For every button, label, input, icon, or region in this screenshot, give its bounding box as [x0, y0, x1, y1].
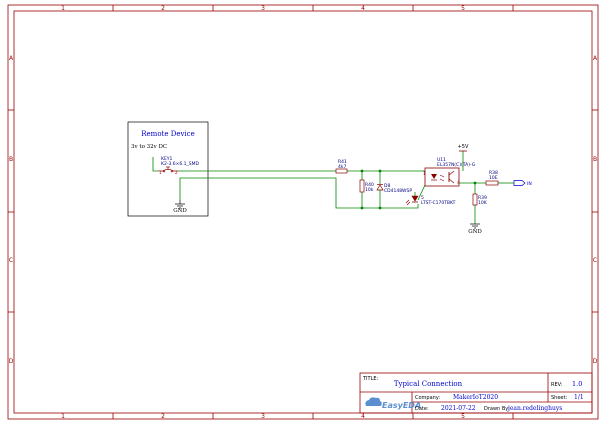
r38-ref: R38 — [489, 170, 498, 176]
gnd-label-remote: GND — [173, 208, 187, 214]
row-label-d: D — [9, 358, 14, 365]
sheet-label: Sheet: — [551, 395, 567, 401]
r38-resistor[interactable]: R38 10E — [485, 170, 499, 186]
key1-part: K2-3.6×6.1_SMD — [161, 161, 200, 167]
key1-pin2: 2 — [175, 170, 178, 175]
rev-label: REV: — [551, 382, 563, 388]
row-label-b-right: B — [593, 156, 597, 163]
col-label-1: 1 — [61, 5, 65, 12]
led-part: LTST-C170TBKT — [421, 200, 456, 206]
row-labels: A B C D A B C D — [9, 55, 598, 365]
d8-ref: D8 — [384, 183, 390, 189]
col-label-5-bottom: 5 — [461, 413, 465, 420]
gnd-label-output: GND — [468, 229, 482, 235]
r40-resistor[interactable]: R40 10k — [359, 179, 374, 193]
title-label: TITLE: — [362, 376, 379, 382]
u11-part: EL357N(C)(TA)-G — [437, 162, 476, 168]
row-label-c: C — [9, 257, 13, 264]
net-port-in-label: IN — [527, 181, 532, 187]
u11-pin1: 1 — [423, 171, 426, 176]
col-label-1-bottom: 1 — [61, 413, 65, 420]
r38-value: 10E — [489, 175, 498, 181]
sheet-value: 1/1 — [574, 394, 584, 401]
row-label-c-right: C — [593, 257, 597, 264]
easyeda-logo: EasyEDA — [365, 397, 421, 410]
wires — [152, 151, 514, 224]
led-ref: 5 — [421, 195, 424, 201]
gnd-symbol-output — [470, 223, 480, 229]
led-indicator[interactable]: 5 LTST-C170TBKT — [405, 192, 456, 206]
date-value: 2021-07-22 — [441, 405, 476, 412]
row-label-b: B — [9, 156, 13, 163]
junction-dots — [360, 169, 477, 210]
row-label-a-right: A — [593, 55, 598, 62]
r41-value: 4k7 — [338, 164, 346, 170]
col-label-2: 2 — [161, 5, 165, 12]
col-label-4-bottom: 4 — [361, 413, 365, 420]
d8-part: CD4148WSP — [384, 188, 412, 194]
remote-device-block[interactable]: Remote Device 3v to 32v DC KEY1 K2-3.6×6… — [127, 121, 209, 217]
r39-ref: R39 — [478, 195, 487, 201]
col-label-2-bottom: 2 — [161, 413, 165, 420]
remote-device-voltage: 3v to 32v DC — [131, 144, 167, 150]
gnd-symbol-remote — [175, 200, 185, 209]
row-label-d-right: D — [593, 358, 598, 365]
column-labels: 1 2 3 4 5 1 2 3 4 5 — [61, 5, 465, 420]
r41-resistor[interactable]: R41 4k7 — [335, 159, 348, 174]
title-block — [359, 372, 593, 414]
col-label-3: 3 — [261, 5, 265, 12]
remote-device-title: Remote Device — [141, 130, 194, 138]
sheet-frame — [7, 4, 599, 420]
col-label-4: 4 — [361, 5, 365, 12]
company-label: Company: — [415, 395, 440, 401]
r39-resistor[interactable]: R39 10K — [472, 193, 488, 206]
drawn-by-label: Drawn By: — [484, 406, 510, 412]
u11-optocoupler[interactable]: U11 EL357N(C)(TA)-G 1 4 — [423, 157, 476, 187]
d8-diode[interactable]: D8 CD4148WSP — [376, 183, 412, 194]
drawn-by-value: jean.redelinghuys — [507, 405, 562, 412]
col-label-5: 5 — [461, 5, 465, 12]
rev-value: 1.0 — [572, 380, 582, 388]
r40-ref: R40 — [365, 182, 374, 188]
row-label-a: A — [9, 55, 14, 62]
col-label-3-bottom: 3 — [261, 413, 265, 420]
r40-value: 10k — [365, 187, 374, 193]
r41-ref: R41 — [338, 159, 347, 165]
vcc-label: +5V — [458, 144, 469, 150]
date-label: Date: — [415, 406, 429, 412]
u11-pin4: 4 — [457, 180, 460, 185]
sheet-title: Typical Connection — [394, 380, 463, 388]
easyeda-logo-text: EasyEDA — [382, 401, 421, 410]
key1-ref: KEY1 — [161, 156, 173, 162]
u11-ref: U11 — [437, 157, 446, 163]
net-port-in[interactable]: IN — [513, 180, 532, 188]
company-value: MakerIoT2020 — [453, 394, 498, 401]
vcc-symbol: +5V — [458, 144, 469, 152]
r39-value: 10K — [478, 200, 488, 206]
key1-pin1: 1 — [159, 170, 162, 175]
key1-switch-symbol[interactable] — [158, 166, 178, 173]
